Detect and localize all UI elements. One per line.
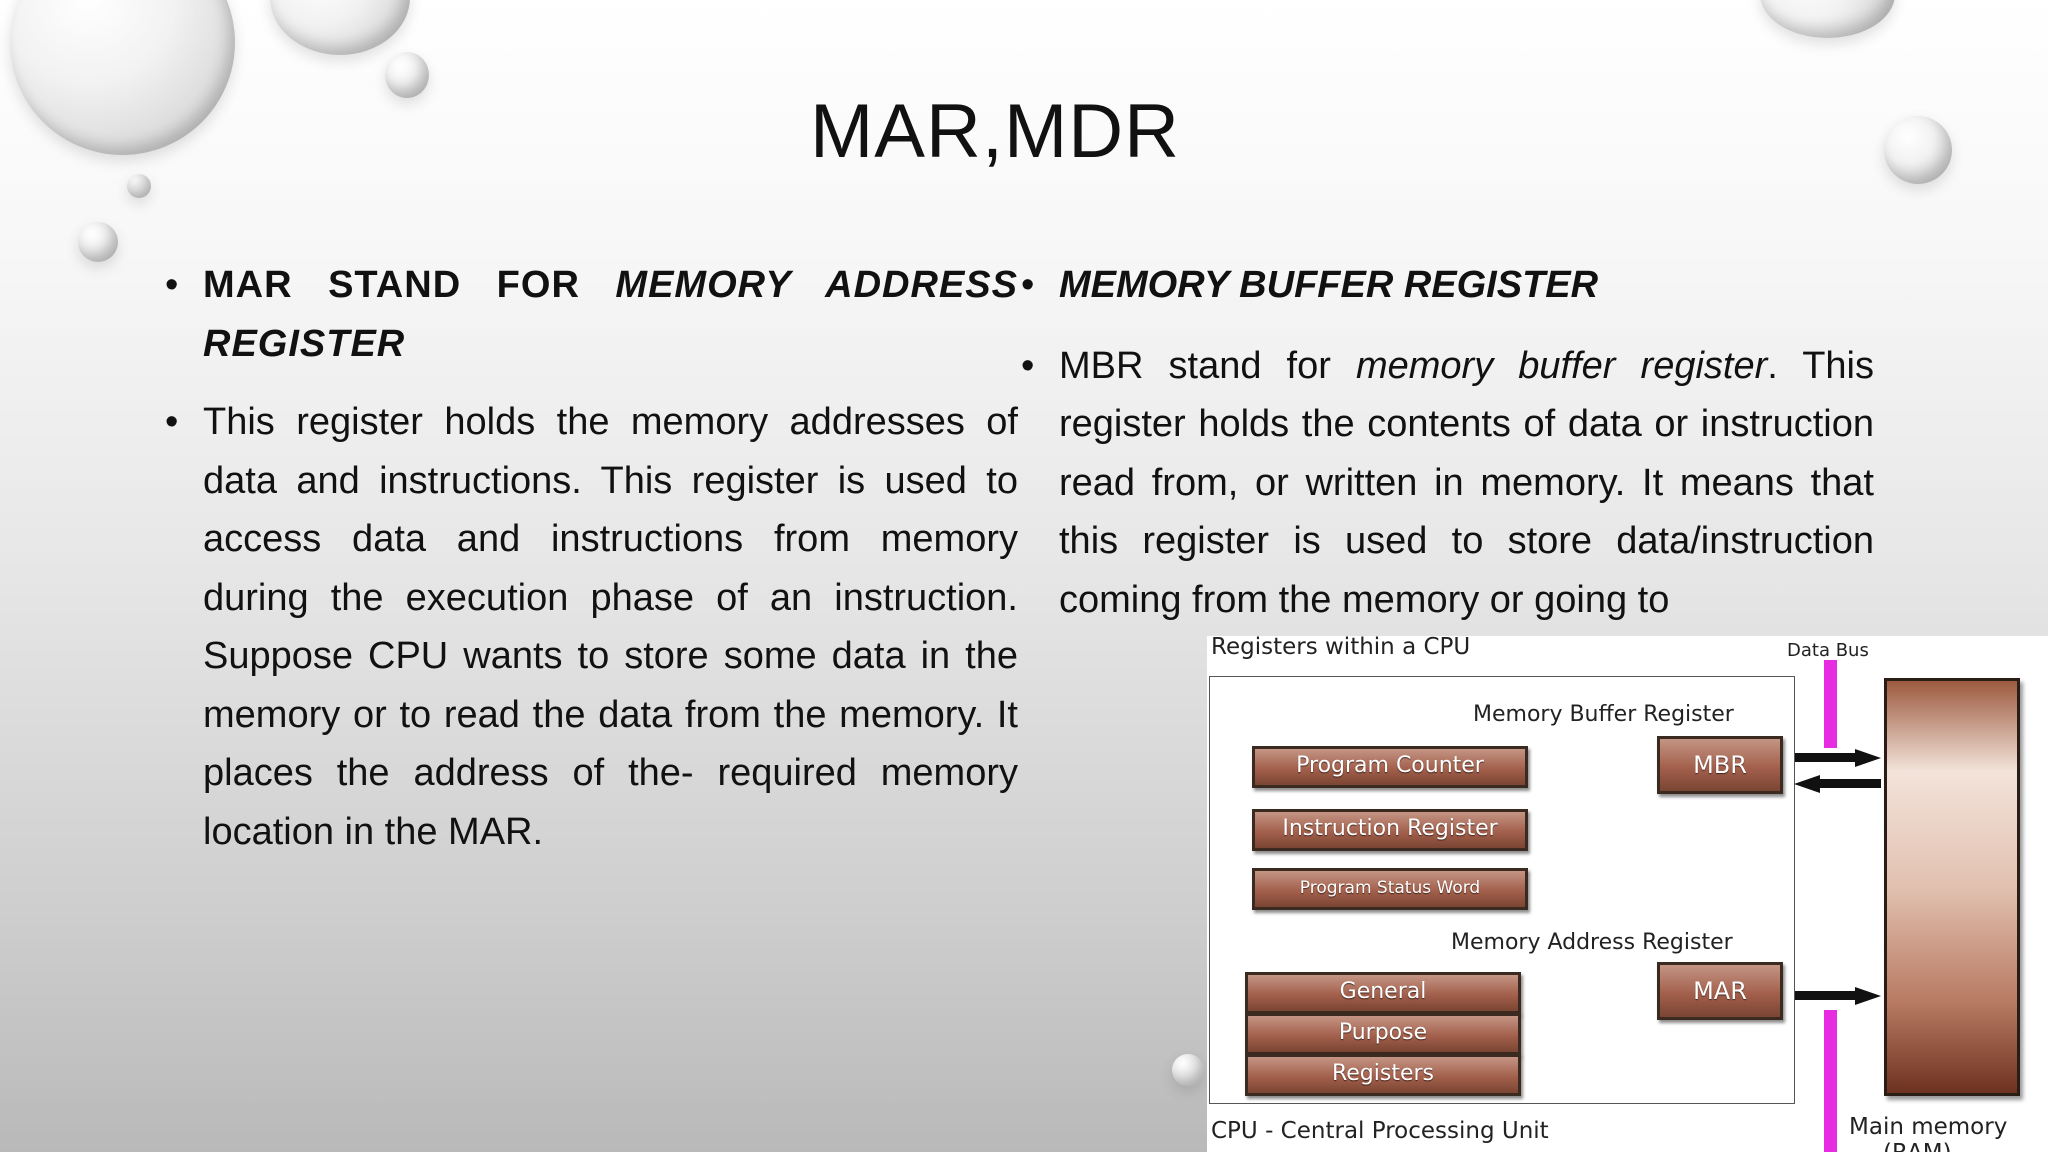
program-status-word-register: Program Status Word bbox=[1252, 868, 1528, 910]
arrow-shaft bbox=[1795, 753, 1857, 762]
mar-caption: Memory Address Register bbox=[1451, 930, 1733, 955]
purpose-register: Purpose bbox=[1245, 1013, 1521, 1055]
water-drop-decoration bbox=[127, 174, 151, 198]
cpu-box bbox=[1209, 676, 1795, 1104]
water-drop-decoration bbox=[1760, 0, 1895, 38]
mbr-desc-start: MBR stand for bbox=[1059, 344, 1356, 387]
mbr-desc-rest: . This register holds the contents of da… bbox=[1059, 344, 1875, 621]
arrow-right-icon bbox=[1855, 749, 1881, 767]
water-drop-decoration bbox=[1172, 1054, 1204, 1086]
diagram-title: Registers within a CPU bbox=[1211, 636, 1471, 660]
mar-register: MAR bbox=[1657, 962, 1783, 1020]
ram-label: (RAM) bbox=[1883, 1140, 1952, 1152]
general-register: General bbox=[1245, 972, 1521, 1014]
data-bus-label: Data Bus bbox=[1787, 640, 1869, 661]
right-column: MEMORY BUFFER REGISTER MBR stand for mem… bbox=[1021, 256, 1875, 649]
water-drop-decoration bbox=[1884, 116, 1952, 184]
mbr-heading: MEMORY BUFFER REGISTER bbox=[1021, 256, 1874, 315]
water-drop-decoration bbox=[78, 222, 118, 262]
arrow-shaft bbox=[1795, 991, 1857, 1000]
left-column: MAR STAND FOR MEMORY ADDRESS REGISTER Th… bbox=[165, 256, 1018, 881]
slide-title: MAR,MDR bbox=[809, 89, 1181, 174]
mbr-desc-italic: memory buffer register bbox=[1355, 344, 1768, 387]
water-drop-decoration bbox=[385, 52, 429, 98]
mbr-register: MBR bbox=[1657, 736, 1783, 794]
main-memory-label: Main memory bbox=[1849, 1114, 2008, 1140]
mar-heading-plain: MAR STAND FOR bbox=[203, 264, 616, 306]
mar-heading: MAR STAND FOR MEMORY ADDRESS REGISTER bbox=[165, 256, 1018, 373]
instruction-register: Instruction Register bbox=[1252, 809, 1528, 851]
mbr-description: MBR stand for memory buffer register. Th… bbox=[1021, 337, 1875, 630]
arrow-left-icon bbox=[1794, 775, 1820, 793]
data-bus-line-bottom bbox=[1824, 1010, 1837, 1152]
water-drop-decoration bbox=[270, 0, 410, 55]
arrow-shaft bbox=[1819, 779, 1881, 788]
arrow-right-icon bbox=[1855, 987, 1881, 1005]
cpu-registers-diagram: Registers within a CPU Data Bus Memory B… bbox=[1207, 636, 2048, 1152]
program-counter-register: Program Counter bbox=[1252, 746, 1528, 788]
cpu-label: CPU - Central Processing Unit bbox=[1211, 1118, 1549, 1144]
mar-description: This register holds the memory addresses… bbox=[165, 393, 1018, 861]
mbr-caption: Memory Buffer Register bbox=[1473, 702, 1734, 727]
main-memory-block bbox=[1884, 678, 2020, 1096]
data-bus-line-top bbox=[1824, 660, 1837, 748]
mar-heading-italic: MEMORY ADDRESS REGISTER bbox=[203, 264, 1018, 365]
registers-register: Registers bbox=[1245, 1054, 1521, 1096]
